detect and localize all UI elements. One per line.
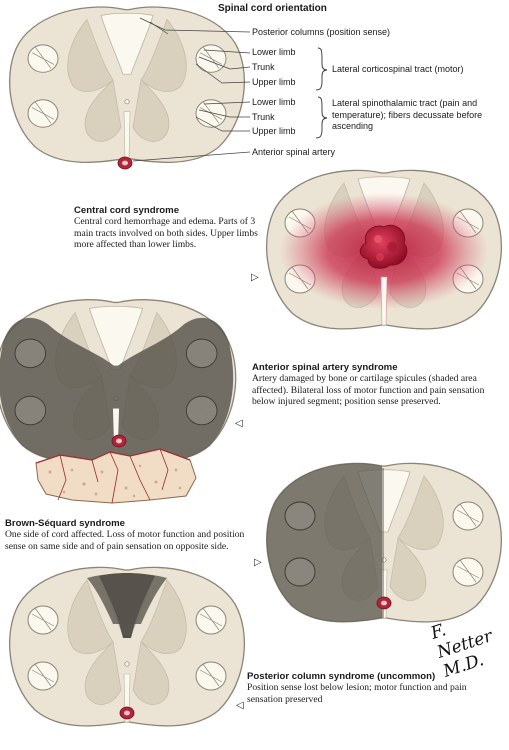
bone-spicules (35, 448, 197, 504)
label-braces (315, 47, 328, 139)
syndrome-posterior-column-description: Position sense lost below lesion; motor … (247, 682, 467, 705)
brown-sequard-syndrome-cord (265, 462, 503, 623)
syndrome-anterior-spinal-artery-description: Artery damaged by bone or cartilage spic… (252, 373, 485, 408)
central-cord-syndrome-cord (265, 169, 503, 330)
label-lower-limb-spinothalamic: Lower limb (252, 97, 296, 107)
bone-texture (48, 464, 182, 498)
syndrome-posterior-column-title: Posterior column syndrome (uncommon) (247, 671, 436, 682)
label-trunk-spinothalamic: Trunk (252, 112, 275, 122)
pointer-arrow-icon: ▷ (251, 272, 259, 283)
posterior-column-artery-marker (119, 706, 135, 720)
syndrome-brown-sequard-description: One side of cord affected. Loss of motor… (5, 529, 245, 552)
syndrome-central-cord: Central cord syndrome Central cord hemor… (74, 205, 274, 251)
leader-lines (132, 17, 251, 162)
label-upper-limb-spinothalamic: Upper limb (252, 126, 296, 136)
damaged-artery-marker (111, 434, 127, 448)
syndrome-anterior-spinal-artery: Anterior spinal artery syndrome Artery d… (252, 362, 502, 408)
syndrome-posterior-column: Posterior column syndrome (uncommon) Pos… (247, 671, 503, 705)
label-upper-limb-corticospinal: Upper limb (252, 77, 296, 87)
page-title: Spinal cord orientation (218, 3, 327, 14)
pointer-arrow-icon: ◁ (235, 418, 243, 429)
label-spinothalamic-tract: Lateral spinothalamic tract (pain and te… (332, 98, 483, 131)
syndrome-brown-sequard: Brown-Séquard syndrome One side of cord … (5, 518, 263, 552)
label-anterior-spinal-artery: Anterior spinal artery (252, 147, 336, 157)
brown-sequard-artery-marker (376, 596, 392, 610)
pointer-arrow-icon: ◁ (236, 700, 244, 711)
anterior-spinal-artery-marker (117, 156, 133, 170)
pointer-arrow-icon: ▷ (254, 557, 262, 568)
label-trunk-corticospinal: Trunk (252, 62, 275, 72)
posterior-column-syndrome-cord (8, 566, 246, 727)
syndrome-brown-sequard-title: Brown-Séquard syndrome (5, 518, 125, 529)
syndrome-anterior-spinal-artery-title: Anterior spinal artery syndrome (252, 362, 398, 373)
label-lower-limb-corticospinal: Lower limb (252, 47, 296, 57)
anterior-spinal-artery-syndrome-cord (0, 299, 237, 463)
orientation-cord (8, 6, 246, 164)
syndrome-central-cord-description: Central cord hemorrhage and edema. Parts… (74, 216, 258, 251)
label-corticospinal-tract: Lateral corticospinal tract (motor) (332, 64, 464, 74)
syndrome-central-cord-title: Central cord syndrome (74, 205, 180, 216)
label-posterior-columns: Posterior columns (position sense) (252, 27, 391, 37)
